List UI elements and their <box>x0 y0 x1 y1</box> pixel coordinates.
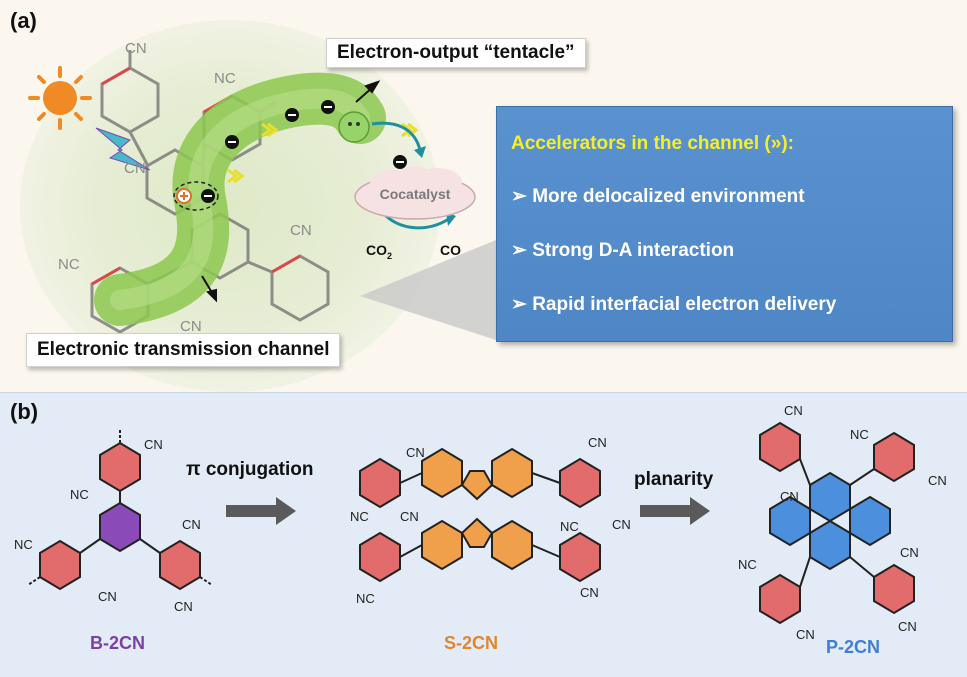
cn-label: CN <box>400 509 419 524</box>
nc-label: NC <box>58 256 80 273</box>
cocatalyst-cloud <box>354 166 476 220</box>
panel-a: (a) CN NC CN CN NC CN Electron-output “t… <box>0 0 967 392</box>
box-pointer <box>360 240 496 340</box>
benzonitrile-ring <box>759 573 801 625</box>
exciton-ring <box>173 181 219 211</box>
cn-label: CN <box>180 318 202 335</box>
co-label: CO <box>440 242 461 258</box>
accelerator-item: ➢ Strong D-A interaction <box>511 240 735 261</box>
benzonitrile-ring <box>873 563 915 615</box>
panel-b-graphics <box>27 421 915 625</box>
planarity-label: planarity <box>634 469 714 490</box>
cocatalyst-label: Cocatalyst <box>379 186 451 202</box>
panel-a-label: (a) <box>10 8 37 33</box>
cn-label: CN <box>898 619 917 634</box>
cn-label: CN <box>580 585 599 600</box>
cn-label: CN <box>125 40 147 57</box>
cn-label: CN <box>588 435 607 450</box>
cn-label: CN <box>406 445 425 460</box>
arrow-right-icon <box>640 497 710 525</box>
molecule-name-s-2cn: S-2CN <box>444 633 499 653</box>
molecule-s-2cn <box>359 447 601 583</box>
cn-label: CN <box>928 473 947 488</box>
fluorene-ring <box>421 519 463 571</box>
nc-label: NC <box>70 487 89 502</box>
molecule-name-b-2cn: B-2CN <box>90 633 146 653</box>
nc-label: NC <box>850 427 869 442</box>
benzonitrile-ring <box>99 441 141 493</box>
panel-b: (b) CN NC NC CN CN CN CN NC CN NC CN NC … <box>0 392 967 677</box>
accelerators-box: Accelerators in the channel (»): ➢ More … <box>496 106 953 342</box>
cn-label: CN <box>796 627 815 642</box>
lightning-icon <box>95 127 151 171</box>
arrow-right-icon <box>226 497 296 525</box>
cn-label: CN <box>780 489 799 504</box>
cn-label: CN <box>174 599 193 614</box>
benzonitrile-ring <box>873 431 915 483</box>
cn-label: CN <box>900 545 919 560</box>
tentacle-callout: Electron-output “tentacle” <box>326 38 586 68</box>
fluorene-ring <box>491 519 533 571</box>
nc-label: NC <box>214 70 236 87</box>
co2-label: CO2 <box>366 242 393 261</box>
cn-label: CN <box>124 160 146 177</box>
panel-a-graphics <box>28 50 496 340</box>
cn-label: CN <box>612 517 631 532</box>
molecule-p-2cn <box>759 421 915 625</box>
molecule-name-p-2cn: P-2CN <box>826 637 881 657</box>
pyrene-ring <box>809 519 851 571</box>
nc-label: NC <box>356 591 375 606</box>
benzonitrile-ring <box>39 539 81 591</box>
accelerator-item: ➢ Rapid interfacial electron delivery <box>511 294 837 315</box>
accelerator-item: ➢ More delocalized environment <box>511 186 805 207</box>
five-ring <box>460 517 494 548</box>
pi-conjugation-label: π conjugation <box>186 459 314 480</box>
cn-label: CN <box>182 517 201 532</box>
nc-label: NC <box>14 537 33 552</box>
nc-label: NC <box>560 519 579 534</box>
molecule-b-2cn <box>27 429 213 591</box>
cn-label: CN <box>784 403 803 418</box>
cn-label: CN <box>144 437 163 452</box>
nc-label: NC <box>350 509 369 524</box>
benzonitrile-ring <box>759 421 801 473</box>
cn-label: CN <box>98 589 117 604</box>
benzonitrile-ring <box>359 457 401 509</box>
benzonitrile-ring <box>159 539 201 591</box>
channel-callout: Electronic transmission channel <box>26 333 341 367</box>
sun-icon <box>28 66 92 130</box>
fluorene-ring <box>421 447 463 499</box>
cocatalyst: Cocatalyst <box>355 172 475 222</box>
pyrene-ring <box>769 495 811 547</box>
benzonitrile-ring <box>559 457 601 509</box>
cn-label: CN <box>290 222 312 239</box>
panel-b-label: (b) <box>10 399 39 424</box>
benzonitrile-ring <box>559 531 601 583</box>
pyrene-ring <box>849 495 891 547</box>
benzonitrile-ring <box>359 531 401 583</box>
accelerators-title: Accelerators in the channel (»): <box>511 133 794 154</box>
five-ring <box>460 470 494 501</box>
pyrene-ring <box>809 471 851 523</box>
tentacle-head <box>338 111 370 143</box>
nc-label: NC <box>738 557 757 572</box>
core-benzene <box>99 501 141 553</box>
fluorene-ring <box>491 447 533 499</box>
